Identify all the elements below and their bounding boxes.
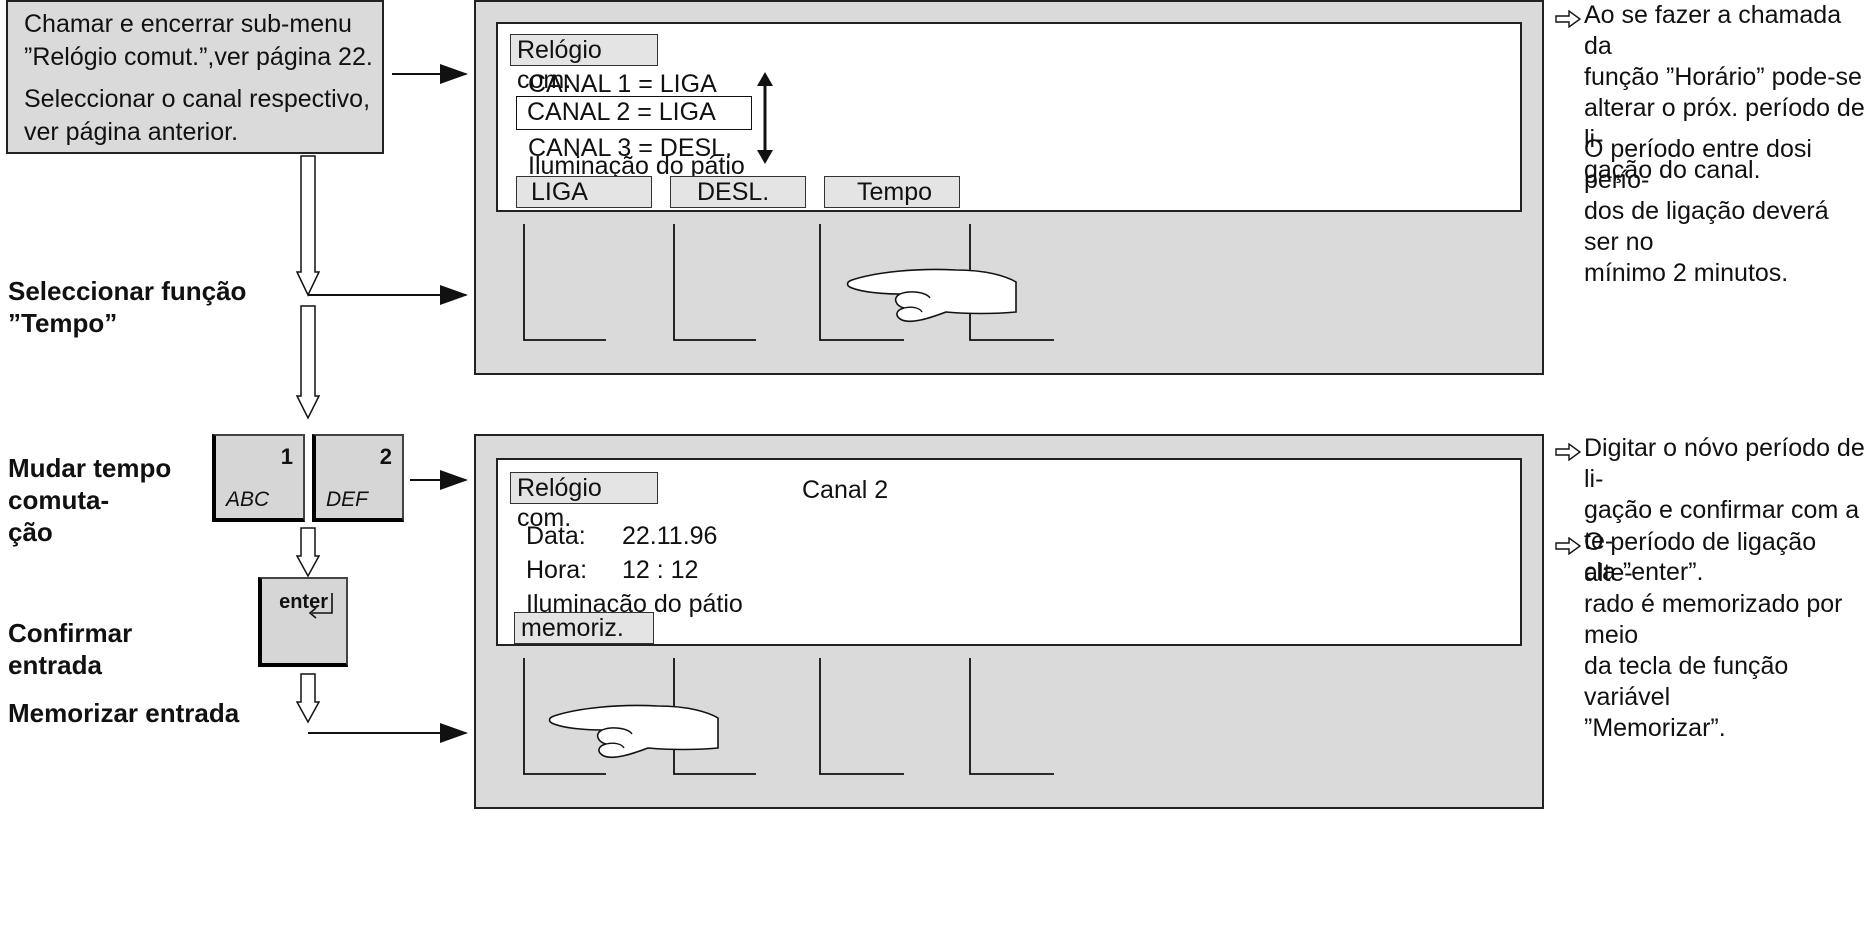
device-panel-2: Relógio com. Canal 2 Data: 22.11.96 Hora…	[474, 434, 1544, 809]
softkey-tempo[interactable]: Tempo	[824, 176, 960, 208]
lcd-display-2: Relógio com. Canal 2 Data: 22.11.96 Hora…	[496, 458, 1522, 646]
instruction-line: ver página anterior.	[24, 118, 239, 146]
function-key-3	[819, 658, 904, 775]
function-key-4	[969, 658, 1054, 775]
key-2[interactable]: 2 DEF	[312, 434, 404, 522]
instruction-box: Chamar e encerrar sub-menu ”Relógio comu…	[6, 0, 384, 154]
time-value: 12 : 12	[622, 556, 699, 584]
step-memorize-label: Memorizar entrada	[8, 698, 240, 728]
note-3: Digitar o nóvo período de li- gação e co…	[1584, 434, 1865, 586]
step-change-time-label: Mudar tempo comuta- ção	[8, 453, 172, 547]
function-key-1	[523, 658, 606, 775]
step-confirm-label: Confirmar entrada	[8, 618, 133, 680]
channel-3-line: CANAL 3 = DESL.	[528, 134, 733, 162]
selected-channel-box[interactable]: CANAL 2 = LIGA	[516, 96, 752, 130]
outline-arrow-icon	[1555, 537, 1581, 555]
key-number: 2	[379, 444, 392, 469]
outline-arrow-icon	[1555, 443, 1581, 461]
softkey-memoriz[interactable]: memoriz.	[514, 612, 654, 644]
function-keys-2	[523, 658, 1054, 775]
up-down-arrow-icon	[757, 72, 773, 164]
hollow-down-arrow-icon	[295, 155, 321, 297]
lcd-display-1: Relógio com. CANAL 1 = LIGA CANAL 2 = LI…	[496, 22, 1522, 212]
note-1: Ao se fazer a chamada da função ”Horário…	[1584, 1, 1865, 184]
instruction-line: ”Relógio comut.”,ver página 22.	[24, 43, 373, 71]
function-keys-1	[523, 224, 1054, 341]
pointing-hand-icon	[846, 268, 1017, 323]
function-key-2	[673, 658, 756, 775]
outline-arrow-icon	[1555, 10, 1581, 28]
function-key-1	[523, 224, 606, 341]
hollow-down-arrow-icon	[295, 673, 321, 724]
softkey-desl[interactable]: DESL.	[670, 176, 806, 208]
enter-return-icon	[308, 593, 333, 619]
key-letters: DEF	[326, 488, 368, 511]
hollow-down-arrow-icon	[295, 305, 321, 420]
channel-2-line: CANAL 2 = LIGA	[527, 98, 716, 126]
device-panel-1: Relógio com. CANAL 1 = LIGA CANAL 2 = LI…	[474, 0, 1544, 375]
step-select-function-label: Seleccionar função ”Tempo”	[8, 276, 247, 338]
instruction-line: Chamar e encerrar sub-menu	[24, 10, 352, 38]
channel-1-line: CANAL 1 = LIGA	[528, 70, 717, 98]
key-number: 1	[280, 444, 293, 469]
function-key-3	[819, 224, 904, 341]
key-letters: ABC	[226, 488, 270, 511]
instruction-line: Seleccionar o canal respectivo,	[24, 85, 371, 113]
function-key-4	[969, 224, 1054, 341]
note-2: O período entre dosi perío- dos de ligaç…	[1584, 135, 1829, 287]
menu-title-tab: Relógio com.	[510, 472, 658, 532]
description-line: Iluminação do pátio	[528, 152, 745, 180]
softkey-liga[interactable]: LIGA	[516, 176, 652, 208]
enter-key[interactable]: enter	[258, 577, 348, 667]
pointing-hand-icon	[548, 704, 719, 759]
function-key-2	[673, 224, 756, 341]
date-label: Data:	[526, 522, 586, 550]
time-label: Hora:	[526, 556, 588, 584]
hollow-down-arrow-icon	[295, 527, 321, 578]
channel-label: Canal 2	[802, 476, 889, 504]
note-4: O período de ligação alte- rado é memori…	[1584, 528, 1843, 742]
enter-key-label: enter	[279, 591, 328, 613]
date-value: 22.11.96	[622, 522, 718, 550]
menu-title-tab: Relógio com.	[510, 34, 658, 94]
key-1[interactable]: 1 ABC	[212, 434, 305, 522]
